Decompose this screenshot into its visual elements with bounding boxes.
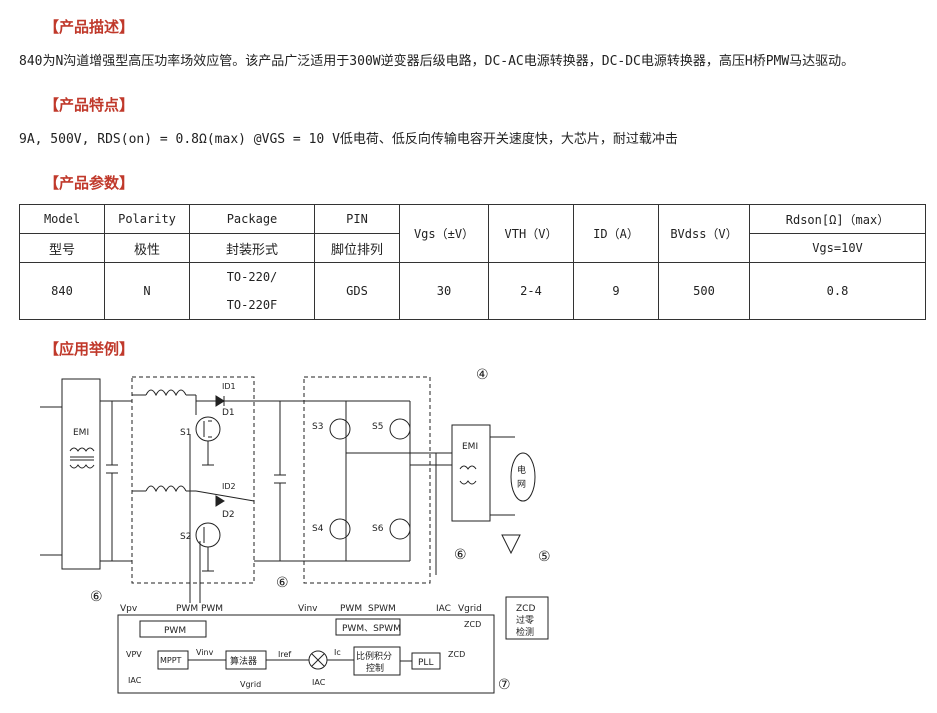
suanfa-label: 算法器 <box>230 655 257 667</box>
header-vgs: Vgs（±V） <box>399 204 489 263</box>
label-s5: S5 <box>372 422 383 432</box>
label-d1: D1 <box>222 408 235 418</box>
marker-6-a: ⑥ <box>454 547 467 563</box>
header-polarity-en: Polarity <box>104 204 190 234</box>
pwm-box <box>139 620 207 638</box>
mosfet-s4-icon <box>329 518 351 540</box>
ic-label: Ic <box>334 648 341 657</box>
label-id1: ID1 <box>222 382 236 391</box>
mosfet-s6-icon <box>389 518 411 540</box>
zcd-box-label-1: ZCD <box>516 604 535 614</box>
cell-id: 9 <box>573 262 659 320</box>
cell-pin: GDS <box>314 262 400 320</box>
pi-label-1: 比例积分 <box>356 650 392 662</box>
igbt-s5-icon <box>389 418 411 440</box>
inverter-stage-box <box>303 376 431 584</box>
grid-label-1: 电 <box>517 464 526 476</box>
label-vpv: Vpv <box>120 604 138 614</box>
cell-package: TO-220/ TO-220F <box>189 262 315 320</box>
cell-bvdss: 500 <box>658 262 750 320</box>
zcd-box-label-2: 过零 <box>516 614 534 626</box>
vpv-input-label: VPV <box>126 650 142 659</box>
label-s1: S1 <box>180 428 191 438</box>
pi-label-2: 控制 <box>366 662 384 674</box>
grid-label-2: 网 <box>517 479 526 490</box>
cell-polarity: N <box>104 262 190 320</box>
header-rdson-condition: Vgs=10V <box>749 233 926 263</box>
section-title-application: 【应用举例】 <box>44 340 135 358</box>
label-pwm-pwm: PWM PWM <box>176 604 223 614</box>
application-circuit-diagram: EMI ID1 D1 S1 ID2 D2 S2 <box>40 367 551 694</box>
pwm-spwm-box <box>335 618 401 636</box>
label-s3: S3 <box>312 422 323 432</box>
label-iac: IAC <box>436 604 451 614</box>
label-vgrid: Vgrid <box>458 604 482 614</box>
label-s4: S4 <box>312 524 324 534</box>
zcd-box-label-3: 检测 <box>516 626 534 638</box>
pwm-box-label: PWM <box>164 626 186 636</box>
label-d2: D2 <box>222 510 235 520</box>
header-package-en: Package <box>189 204 315 234</box>
inductor-1 <box>145 389 187 397</box>
iac-feedback-label: IAC <box>312 678 326 687</box>
parameter-table: Model Polarity Package PIN Vgs（±V） VTH（V… <box>19 204 926 320</box>
section-title-features: 【产品特点】 <box>44 96 135 114</box>
emi-filter-box-2 <box>451 424 491 522</box>
vinv-input-label: Vinv <box>196 648 214 657</box>
label-s6: S6 <box>372 524 384 534</box>
marker-7: ⑦ <box>498 677 511 693</box>
vgrid-input-label: Vgrid <box>240 680 261 689</box>
iac-input-label: IAC <box>128 676 142 685</box>
pll-label: PLL <box>418 658 433 668</box>
cell-package-line2: TO-220F <box>226 298 278 312</box>
header-bvdss: BVdss（V） <box>658 204 750 263</box>
header-polarity-zh: 极性 <box>104 233 190 263</box>
emi-transformer-icon-1 <box>69 447 95 469</box>
header-pin-en: PIN <box>314 204 400 234</box>
label-id2: ID2 <box>222 482 236 491</box>
marker-5: ⑤ <box>538 549 551 565</box>
boost-stage-box <box>131 376 255 584</box>
features-text: 9A, 500V, RDS(on) = 0.8Ω(max) @VGS = 10 … <box>19 132 678 147</box>
header-pin-zh: 脚位排列 <box>314 233 400 263</box>
header-vth: VTH（V） <box>488 204 574 263</box>
header-model-en: Model <box>19 204 105 234</box>
cell-package-line1: TO-220/ <box>226 270 278 284</box>
description-text: 840为N沟道增强型高压功率场效应管。该产品广泛适用于300W逆变器后级电路，D… <box>19 54 855 69</box>
mppt-label: MPPT <box>160 656 182 665</box>
label-spwm: SPWM <box>368 604 396 614</box>
header-rdson: Rdson[Ω]（max） <box>749 204 926 234</box>
zcd-input-label: ZCD <box>448 650 465 659</box>
label-pwm: PWM <box>340 604 362 614</box>
header-package-zh: 封装形式 <box>189 233 315 263</box>
cell-vgs: 30 <box>399 262 489 320</box>
marker-4: ④ <box>476 367 489 383</box>
pwm-spwm-box-label: PWM、SPWM <box>342 624 401 634</box>
grid-icon <box>510 452 536 502</box>
label-vinv: Vinv <box>298 604 318 614</box>
marker-6-b: ⑥ <box>276 575 289 591</box>
zcd-box <box>505 596 549 640</box>
marker-6-c: ⑥ <box>90 589 103 605</box>
emi-label-2: EMI <box>462 442 478 452</box>
diode-d1-icon <box>215 395 225 407</box>
emi-transformer-icon-2 <box>459 465 477 470</box>
label-s2: S2 <box>180 532 191 542</box>
inductor-2 <box>145 485 187 493</box>
cell-rdson: 0.8 <box>749 262 926 320</box>
grid-sense-amplifier <box>501 534 521 555</box>
cell-vth: 2-4 <box>488 262 574 320</box>
emi-label-1: EMI <box>73 428 89 438</box>
zcd-output-label: ZCD <box>464 620 481 629</box>
cell-model: 840 <box>19 262 105 320</box>
section-title-description: 【产品描述】 <box>44 18 135 36</box>
section-title-parameters: 【产品参数】 <box>44 174 135 192</box>
iref-label: Iref <box>278 650 291 659</box>
header-model-zh: 型号 <box>19 233 105 263</box>
controller-box <box>117 614 495 694</box>
igbt-s3-icon <box>329 418 351 440</box>
diode-d2-icon <box>215 495 225 507</box>
emi-filter-box-1 <box>61 378 101 570</box>
header-id: ID（A） <box>573 204 659 263</box>
